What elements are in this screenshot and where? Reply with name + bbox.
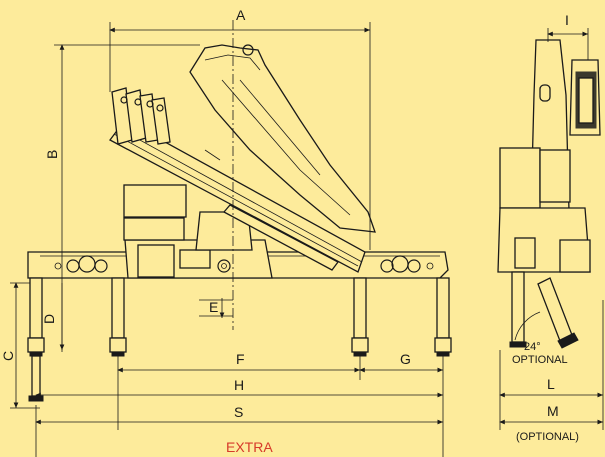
label-d: D bbox=[41, 314, 57, 324]
label-optional-m: (OPTIONAL) bbox=[516, 431, 579, 443]
label-extra: EXTRA bbox=[226, 439, 273, 455]
label-m: M bbox=[547, 403, 559, 419]
legs bbox=[27, 277, 452, 402]
label-c: C bbox=[0, 351, 16, 361]
label-f: F bbox=[236, 351, 245, 367]
label-angle: 24° bbox=[524, 341, 541, 353]
label-e: E bbox=[209, 299, 218, 315]
side-view: A B C D E F G H S EXTRA bbox=[0, 7, 452, 457]
label-optional-angle: OPTIONAL bbox=[512, 354, 568, 366]
label-h: H bbox=[234, 377, 244, 393]
label-s: S bbox=[234, 404, 243, 420]
label-a: A bbox=[236, 7, 246, 23]
label-i: I bbox=[565, 12, 569, 28]
label-b: B bbox=[44, 150, 60, 159]
label-g: G bbox=[400, 351, 411, 367]
boom-head bbox=[111, 87, 171, 145]
front-view: 24° OPTIONAL I L M (OPTIONAL) bbox=[497, 12, 604, 443]
label-l: L bbox=[547, 376, 555, 392]
